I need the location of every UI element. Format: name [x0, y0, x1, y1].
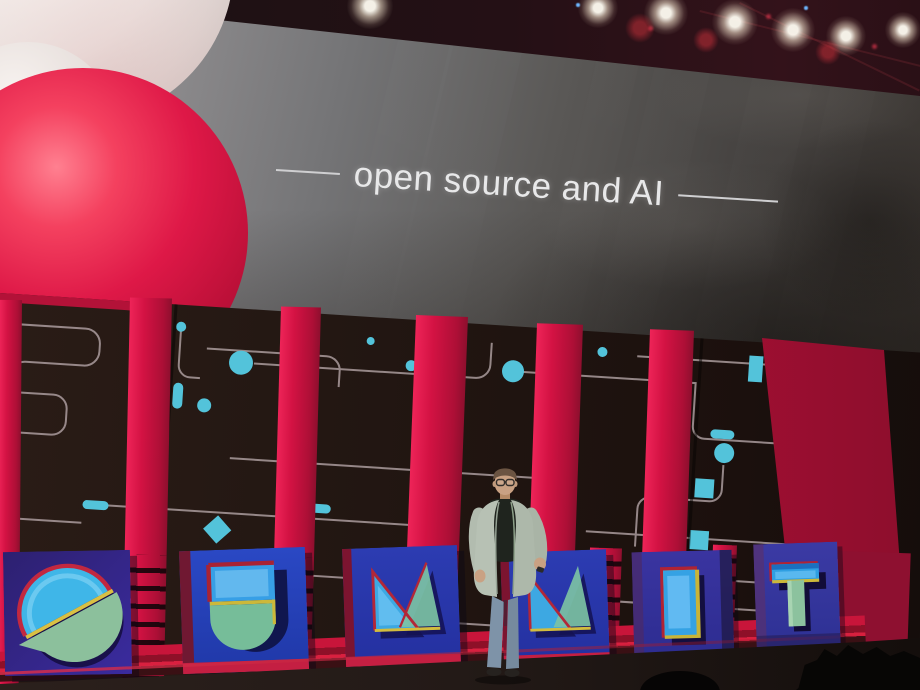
red-stage-glow	[693, 27, 719, 53]
letter-t-art	[753, 541, 841, 649]
letter-m-art	[341, 545, 462, 667]
red-stage-glow	[625, 13, 655, 43]
rig-light-red	[872, 44, 877, 49]
title-rule-left	[275, 169, 340, 176]
letter-u-art	[178, 546, 310, 675]
spotlight	[771, 8, 815, 52]
red-pillar	[641, 329, 694, 563]
letter-block-s: S	[2, 549, 133, 677]
speaker-torso	[468, 498, 548, 597]
speaker	[468, 468, 548, 685]
letter-block-u: U	[178, 546, 310, 675]
rig-light-blue	[804, 6, 808, 10]
title-rule-right	[677, 194, 778, 203]
audience-head-silhouette	[640, 671, 720, 690]
haze	[540, 160, 840, 290]
rig-light-red	[766, 14, 771, 19]
letter-block-t: T	[753, 541, 841, 649]
letter-block-m: M	[341, 545, 462, 667]
speaker-legs	[486, 596, 520, 677]
red-stage-glow	[815, 39, 841, 65]
letter-i-art	[631, 549, 735, 665]
letter-s-art	[2, 549, 133, 677]
spotlight	[885, 12, 920, 48]
speaker-head	[492, 468, 518, 499]
spotlight	[712, 0, 758, 45]
letter-block-i: I	[631, 549, 735, 665]
